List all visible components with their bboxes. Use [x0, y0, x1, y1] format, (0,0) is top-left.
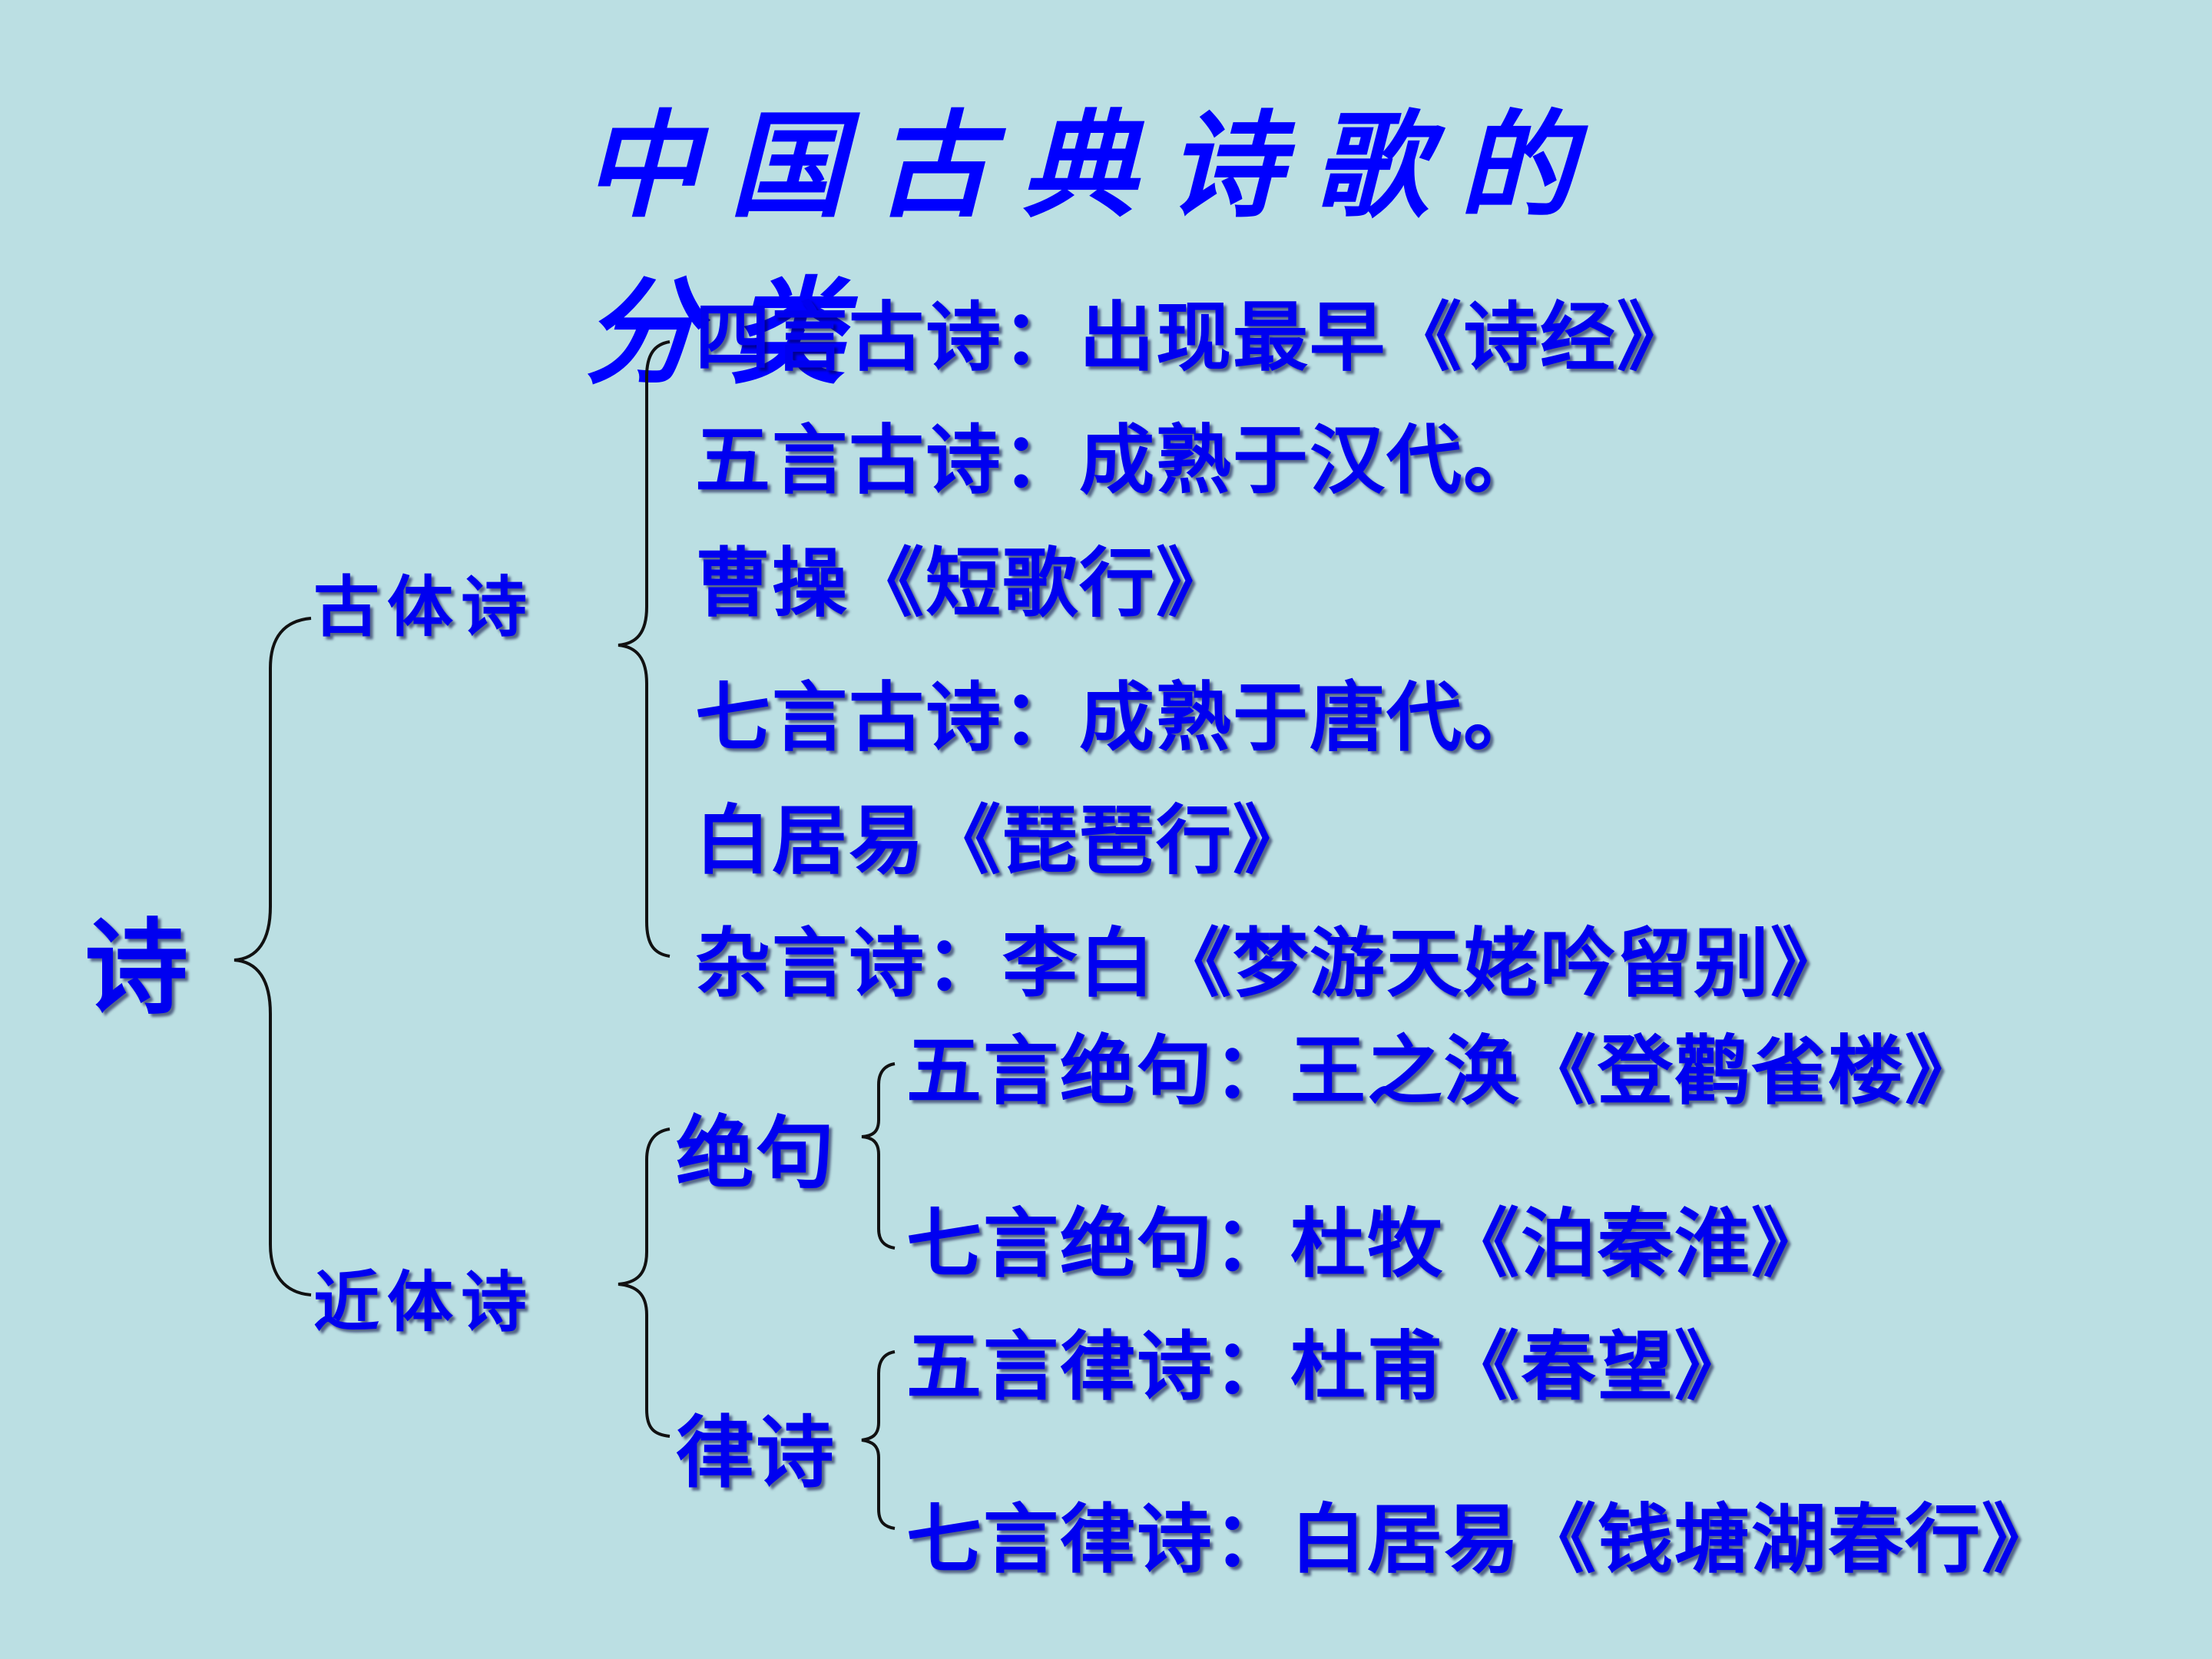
modern-bracket	[618, 1128, 671, 1438]
category-ancient: 古体诗	[313, 569, 535, 646]
root-bracket	[233, 617, 312, 1296]
ancient-item: 四言古诗：出现最早《诗经》	[695, 294, 1694, 382]
page-title: 中国古典诗歌的分类	[584, 98, 1606, 400]
lvshi-bracket	[861, 1350, 896, 1530]
ancient-item: 白居易《琵琶行》	[695, 797, 1310, 885]
jueju-bracket	[861, 1062, 896, 1250]
subcategory-jueju: 绝句	[676, 1108, 836, 1200]
ancient-bracket	[618, 340, 671, 958]
ancient-item: 七言古诗：成熟于唐代。	[695, 674, 1541, 762]
subcategory-lvshi: 律诗	[676, 1408, 836, 1499]
jueju-item: 七言绝句：杜牧《泊秦淮》	[906, 1200, 1829, 1288]
ancient-item: 五言古诗：成熟于汉代。	[695, 417, 1541, 505]
lvshi-item: 七言律诗：白居易《钱塘湖春行》	[906, 1496, 2059, 1584]
root-node: 诗	[84, 908, 193, 1028]
jueju-item: 五言绝句：王之涣《登鹳雀楼》	[906, 1028, 1982, 1115]
ancient-item: 曹操《短歌行》	[695, 540, 1233, 628]
category-modern: 近体诗	[313, 1264, 535, 1341]
lvshi-item: 五言律诗：杜甫《春望》	[906, 1323, 1752, 1411]
ancient-item: 杂言诗：李白《梦游天姥吟留别》	[695, 920, 1848, 1008]
